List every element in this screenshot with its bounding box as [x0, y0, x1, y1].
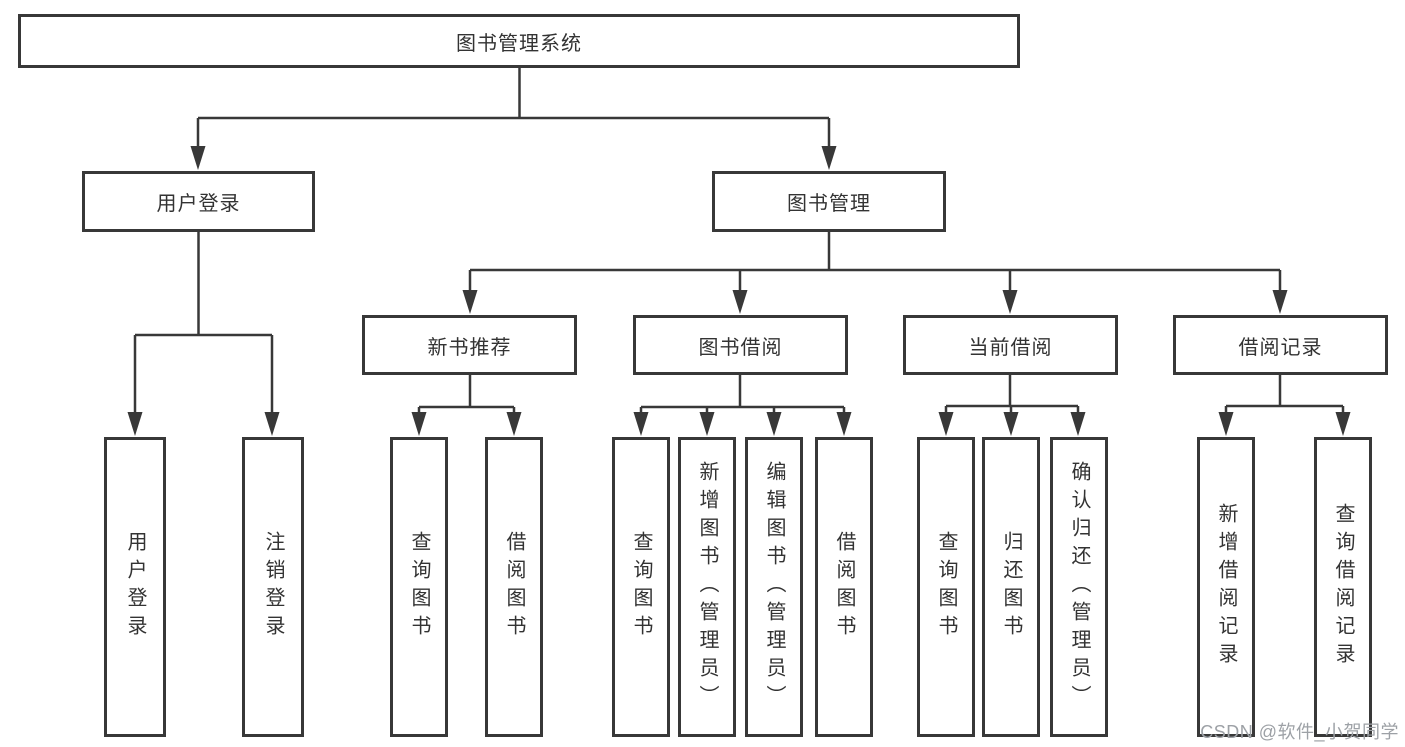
leaf-edit-book-admin: 编辑图书（管理员） — [745, 437, 803, 737]
node-label: 查询图书 — [408, 531, 430, 643]
node-library-management-system: 图书管理系统 — [18, 14, 1020, 68]
node-label: 借阅图书 — [833, 531, 855, 643]
node-borrowing-records: 借阅记录 — [1173, 315, 1388, 375]
node-label: 编辑图书（管理员） — [763, 461, 785, 713]
leaf-logout: 注销登录 — [242, 437, 304, 737]
leaf-return-book: 归还图书 — [982, 437, 1040, 737]
watermark: CSDN @软件_小贺同学 — [1200, 722, 1399, 742]
node-label: 用户登录 — [156, 193, 241, 215]
leaf-query-books-3: 查询图书 — [917, 437, 975, 737]
leaf-confirm-return-admin: 确认归还（管理员） — [1050, 437, 1108, 737]
leaf-user-login: 用户登录 — [104, 437, 166, 737]
node-book-borrowing: 图书借阅 — [633, 315, 848, 375]
node-current-borrowing: 当前借阅 — [903, 315, 1118, 375]
node-label: 确认归还（管理员） — [1068, 461, 1090, 713]
node-label: 图书借阅 — [698, 336, 783, 359]
node-label: 新增图书（管理员） — [696, 461, 718, 713]
leaf-add-book-admin: 新增图书（管理员） — [678, 437, 736, 737]
leaf-query-books-1: 查询图书 — [390, 437, 448, 737]
node-label: 查询图书 — [935, 531, 957, 643]
leaf-add-borrow-record: 新增借阅记录 — [1197, 437, 1255, 737]
node-label: 归还图书 — [1000, 531, 1022, 643]
node-new-book-recommendation: 新书推荐 — [362, 315, 577, 375]
node-label: 借阅图书 — [503, 531, 525, 643]
leaf-borrow-books-1: 借阅图书 — [485, 437, 543, 737]
node-label: 查询借阅记录 — [1332, 503, 1354, 671]
node-user-login-group: 用户登录 — [82, 171, 315, 232]
node-label: 用户登录 — [124, 531, 146, 643]
leaf-query-borrow-record: 查询借阅记录 — [1314, 437, 1372, 737]
node-label: 注销登录 — [262, 531, 284, 643]
node-label: 新增借阅记录 — [1215, 503, 1237, 671]
node-label: 当前借阅 — [968, 336, 1053, 359]
node-label: 图书管理系统 — [456, 32, 582, 55]
node-label: 图书管理 — [787, 193, 871, 215]
leaf-borrow-books-2: 借阅图书 — [815, 437, 873, 737]
node-label: 新书推荐 — [427, 336, 512, 359]
node-book-management: 图书管理 — [712, 171, 946, 232]
node-label: 查询图书 — [630, 531, 652, 643]
leaf-query-books-2: 查询图书 — [612, 437, 670, 737]
node-label: 借阅记录 — [1238, 336, 1323, 359]
